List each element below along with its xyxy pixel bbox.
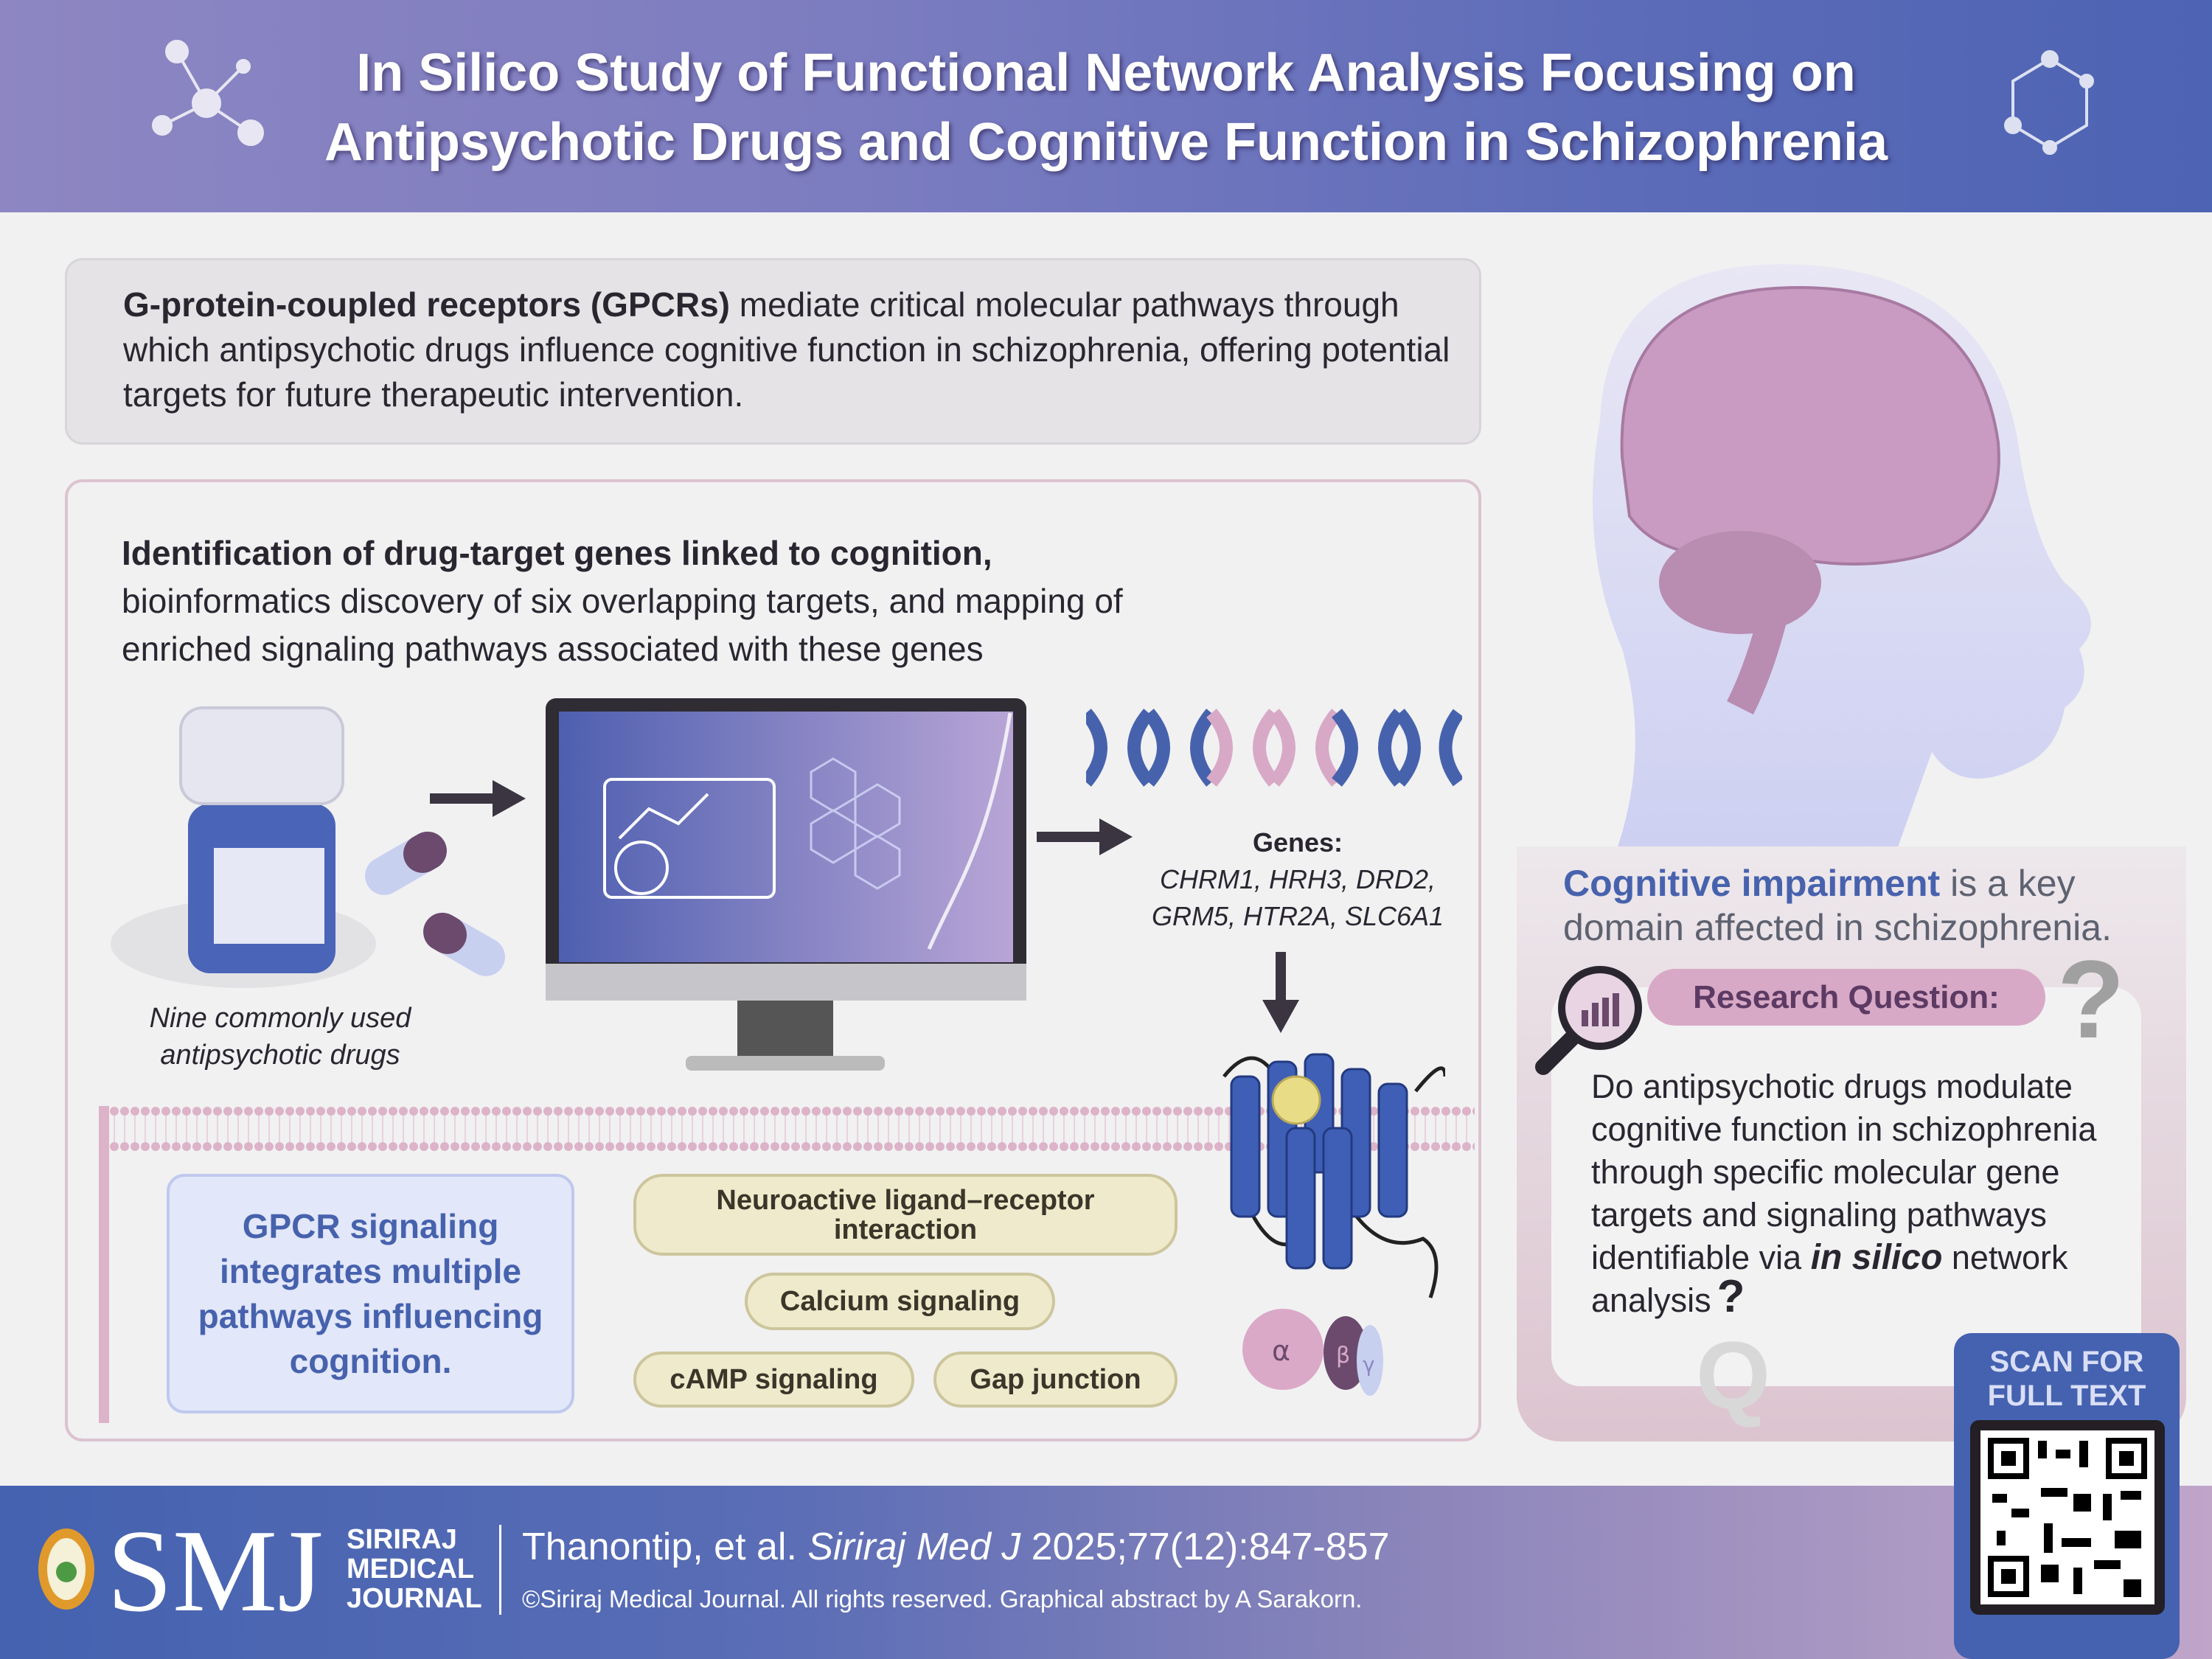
citation-journal: Siriraj Med J [807,1526,1021,1568]
qr-code-icon[interactable] [1970,1420,2165,1615]
genes-label: Genes: [1252,827,1343,858]
citation: Thanontip, et al. Siriraj Med J 2025;77(… [522,1525,1389,1569]
question-text-part: Do antipsychotic drugs modulate cognitiv… [1591,1068,2097,1276]
footer-divider [499,1525,501,1615]
journal-name-1: SIRIRAJ [347,1524,457,1555]
methods-line-3: enriched signaling pathways associated w… [122,630,984,668]
citation-reference: 2025;77(12):847-857 [1020,1526,1390,1568]
cognitive-text-2: domain affected in schizophrenia. [1563,907,2112,948]
human-head-brain-illustration [1593,264,2091,846]
gpcr-text: GPCR signaling integrates multiple pathw… [198,1206,543,1380]
in-silico-emphasis: in silico [1810,1238,1943,1277]
drugs-caption-2: antipsychotic drugs [160,1040,400,1071]
methods-box [65,479,1481,1441]
question-box [1551,987,2141,1386]
summary-bold: G-protein-coupled receptors (GPCRs) [123,285,730,324]
drugs-caption-1: Nine commonly used [149,1003,411,1034]
g-alpha-label: α [1272,1335,1290,1367]
drug-bottle-pills-icon [111,706,505,988]
cognitive-impairment-bold: Cognitive impairment [1563,863,1941,904]
cognitive-text-1: is a key [1940,863,2076,904]
research-question-label: Research Question: [1647,969,2045,1026]
methods-line-2: bioinformatics discovery of six overlapp… [122,582,1123,620]
question-mark: ? [1717,1271,1745,1322]
arrow-right-icon [430,780,526,817]
molecule-icon [152,40,264,146]
pathway-calcium: Calcium signaling [745,1273,1055,1330]
citation-authors: Thanontip, et al. [522,1526,808,1568]
journal-name-3: JOURNAL [347,1583,482,1614]
siriraj-emblem-icon [38,1528,94,1610]
journal-name-2: MEDICAL [347,1554,475,1585]
g-beta-label: β [1336,1343,1350,1368]
magnifier-chart-icon [1535,966,1642,1075]
footer [0,1486,2212,1659]
title-line-2: Antipsychotic Drugs and Cognitive Functi… [324,113,1888,172]
pathway-neuroactive: Neuroactive ligand–receptor interaction [633,1174,1178,1256]
methods-heading: Identification of drug-target genes link… [122,534,992,572]
smj-logo: SMJ [107,1505,324,1636]
copyright: ©Siriraj Medical Journal. All rights res… [522,1585,1363,1613]
gpcr-receptor-icon: α β γ [1222,1053,1445,1396]
research-question-text: Do antipsychotic drugs modulate cognitiv… [1591,1065,2129,1322]
genes-line-1: CHRM1, HRH3, DRD2, [1159,864,1436,894]
genes-line-2: GRM5, HTR2A, SLC6A1 [1151,901,1444,931]
title-line-1: In Silico Study of Functional Network An… [356,44,1856,102]
arrow-down-icon [1262,952,1299,1033]
pathway-gap-junction: Gap junction [933,1352,1178,1408]
summary-text: mediate critical molecular pathways thro… [123,285,1450,414]
arrow-right-icon [1037,818,1133,855]
question-text-end: network analysis [1591,1239,2068,1319]
background-q-letter: Q [1696,1321,1771,1429]
molecule-icon [2004,50,2094,155]
dna-helix-icon [1086,709,1462,787]
membrane-edge [99,1106,109,1423]
background-question-mark: ? [2057,937,2125,1061]
g-gamma-label: γ [1363,1352,1375,1377]
pathway-camp: cAMP signaling [633,1352,914,1408]
gpcr-signaling-box: GPCR signaling integrates multiple pathw… [167,1174,574,1413]
scan-line-2: FULL TEXT [1987,1380,2146,1412]
scan-line-1: SCAN FOR [1989,1346,2144,1378]
computer-monitor-icon [546,698,1026,1071]
header-banner: In Silico Study of Functional Network An… [0,0,2212,212]
scan-qr-panel[interactable]: SCAN FOR FULL TEXT [1954,1333,2180,1659]
summary-box: G-protein-coupled receptors (GPCRs) medi… [65,258,1481,445]
